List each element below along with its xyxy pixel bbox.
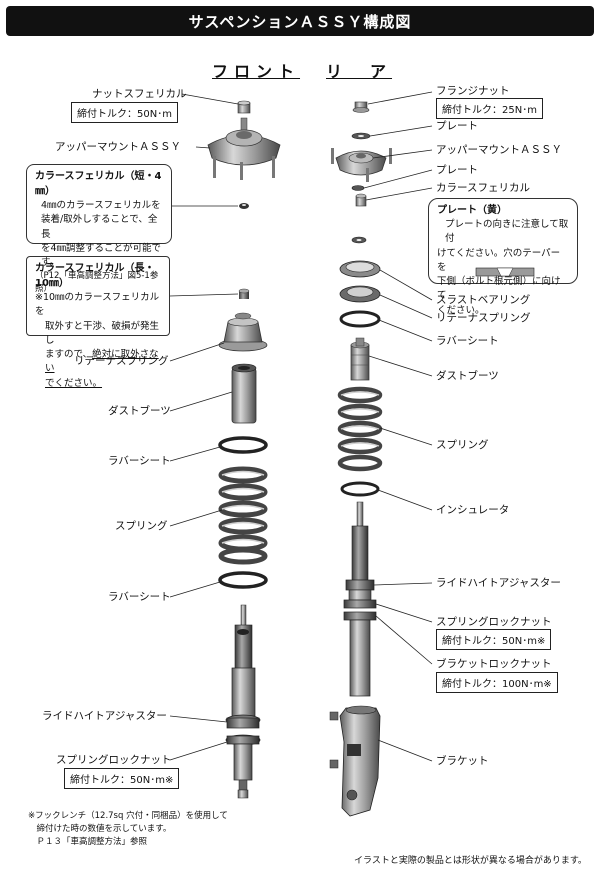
rear-spring-lock-nut-label: スプリングロックナット [436, 616, 552, 628]
plate-orientation-graphic [475, 267, 535, 277]
rear-damper [343, 501, 377, 697]
front-heading: フロント [212, 62, 301, 81]
note-collar-long-title: カラースフェリカル（長・10㎜） [35, 263, 155, 289]
front-retainer-spring [218, 312, 268, 352]
rear-insulator-label: インシュレータ [436, 504, 510, 516]
note-plate-line1: プレートの向きに注意して取付 [445, 219, 569, 245]
rear-dust-boot [350, 337, 370, 381]
front-spring-label: スプリング [115, 520, 168, 532]
disclaimer: イラストと実際の製品とは形状が異なる場合があります。 [354, 856, 587, 866]
rear-heading: リ ア [326, 62, 393, 81]
rear-collar-spherical-label: カラースフェリカル [436, 182, 530, 194]
rear-rubber-seat-label: ラバーシート [436, 335, 499, 347]
front-nut-torque: 締付トルク：50N･m [71, 102, 178, 123]
note-collar-short-line2: 装着/取外しすることで、全長 [41, 214, 158, 240]
rear-retainer-spring [339, 285, 381, 303]
rear-thrust-bearing [339, 260, 381, 278]
rear-spring-label: スプリング [436, 439, 489, 451]
rear-flange-nut-label: フランジナット [436, 85, 510, 97]
note-collar-short-title: カラースフェリカル（短・4㎜） [35, 171, 162, 197]
rear-bracket-label: ブラケット [436, 755, 489, 767]
rear-dust-boot-label: ダストブーツ [436, 370, 499, 382]
note-collar-long-line1: ※10㎜のカラースフェリカルを [35, 292, 160, 318]
rear-spring-highlight [340, 391, 380, 447]
rear-collar-spherical [355, 193, 367, 207]
front-rubber-seat-lower [218, 571, 268, 589]
rear-rubber-seat [339, 310, 381, 328]
front-rubber-seat-upper [218, 436, 268, 454]
rear-upper-mount-label: アッパーマウントＡＳＳＹ [436, 144, 562, 156]
note-collar-short: カラースフェリカル（短・4㎜） 4㎜のカラースフェリカルを 装着/取外しすること… [26, 164, 172, 294]
note-collar-short-line1: 4㎜のカラースフェリカルを [41, 200, 161, 211]
note-collar-long-line4: でください。 [45, 377, 103, 389]
rear-insulator [340, 481, 380, 497]
front-spring-lock-torque: 締付トルク：50N･m※ [64, 768, 180, 789]
front-rubber-seat-lower-label: ラバーシート [108, 591, 171, 603]
rear-ride-height-label: ライドハイトアジャスター [436, 577, 561, 589]
footnote-line2: 締付けた時の数値を示しています。 [28, 824, 172, 835]
front-spring [218, 466, 268, 565]
front-collar-long [238, 288, 250, 299]
note-collar-long-line2: 取外すと干渉、破損が発生し [45, 320, 160, 346]
note-collar-long-warning: 絶対に取外さない [45, 349, 159, 375]
note-plate-line3: 下側（ボルト根元側）に向けて [437, 276, 561, 302]
rear-plate-2-label: プレート [436, 164, 478, 176]
note-collar-short-line4: （P12「車高調整方法」図5-1参照） [35, 271, 159, 294]
note-plate-yellow: プレート（黄） プレートの向きに注意して取付 けてください。穴のテーパーを 下側… [428, 198, 578, 316]
note-collar-long: カラースフェリカル（長・10㎜） ※10㎜のカラースフェリカルを 取外すと干渉、… [26, 256, 170, 389]
front-retainer-spring-label: リテーナスプリング [74, 355, 169, 367]
rear-bracket-lock-nut-label: ブラケットロックナット [436, 658, 552, 670]
rear-plate-2 [351, 185, 365, 191]
rear-spring [337, 386, 383, 472]
rear-flange-nut [352, 101, 370, 113]
front-collar-short [239, 203, 249, 209]
front-spring-lock-nut-label: スプリングロックナット [56, 754, 172, 766]
note-plate-title: プレート（黄） [437, 205, 507, 216]
rear-bracket [329, 705, 381, 817]
front-nut-spherical [237, 100, 251, 114]
rear-retainer-spring-label: リテーナスプリング [436, 312, 531, 324]
rear-thrust-bearing-label: スラストベアリング [436, 294, 531, 306]
front-spring-highlight [221, 470, 265, 544]
rear-plate-top-label: プレート [436, 120, 478, 132]
rear-flange-torque: 締付トルク：25N･m [436, 98, 543, 119]
note-plate-line4: ください。 [437, 304, 485, 316]
front-rubber-seat-upper-label: ラバーシート [108, 455, 171, 467]
front-damper [225, 604, 261, 799]
front-upper-mount [207, 117, 281, 180]
page-title: サスペンションＡＳＳＹ構成図 [6, 6, 594, 36]
note-collar-long-line3: ますので、 [45, 349, 93, 360]
rear-upper-mount [331, 148, 392, 182]
front-nut-spherical-label: ナットスフェリカル [92, 88, 187, 100]
rear-spring-lock-torque: 締付トルク：50N･m※ [436, 629, 552, 650]
front-dust-boot-label: ダストブーツ [108, 405, 171, 417]
front-dust-boot [231, 363, 257, 424]
footnote-line1: ※フックレンチ（12.7sq 穴付・同梱品）を使用して [28, 811, 228, 821]
front-ride-height-label: ライドハイトアジャスター [42, 710, 167, 722]
note-collar-short-line3: を4㎜調整することが可能です。 [41, 242, 162, 268]
rear-plate-top [351, 132, 371, 140]
front-upper-mount-label: アッパーマウントＡＳＳＹ [55, 141, 181, 153]
rear-plate-yellow [351, 236, 367, 244]
rear-bracket-lock-torque: 締付トルク：100N･m※ [436, 672, 558, 693]
footnote-line3: Ｐ１３「車高調整方法」参照 [28, 837, 148, 848]
footnote: ※フックレンチ（12.7sq 穴付・同梱品）を使用して 締付けた時の数値を示して… [28, 810, 228, 850]
note-plate-line2: けてください。穴のテーパーを [437, 247, 561, 273]
